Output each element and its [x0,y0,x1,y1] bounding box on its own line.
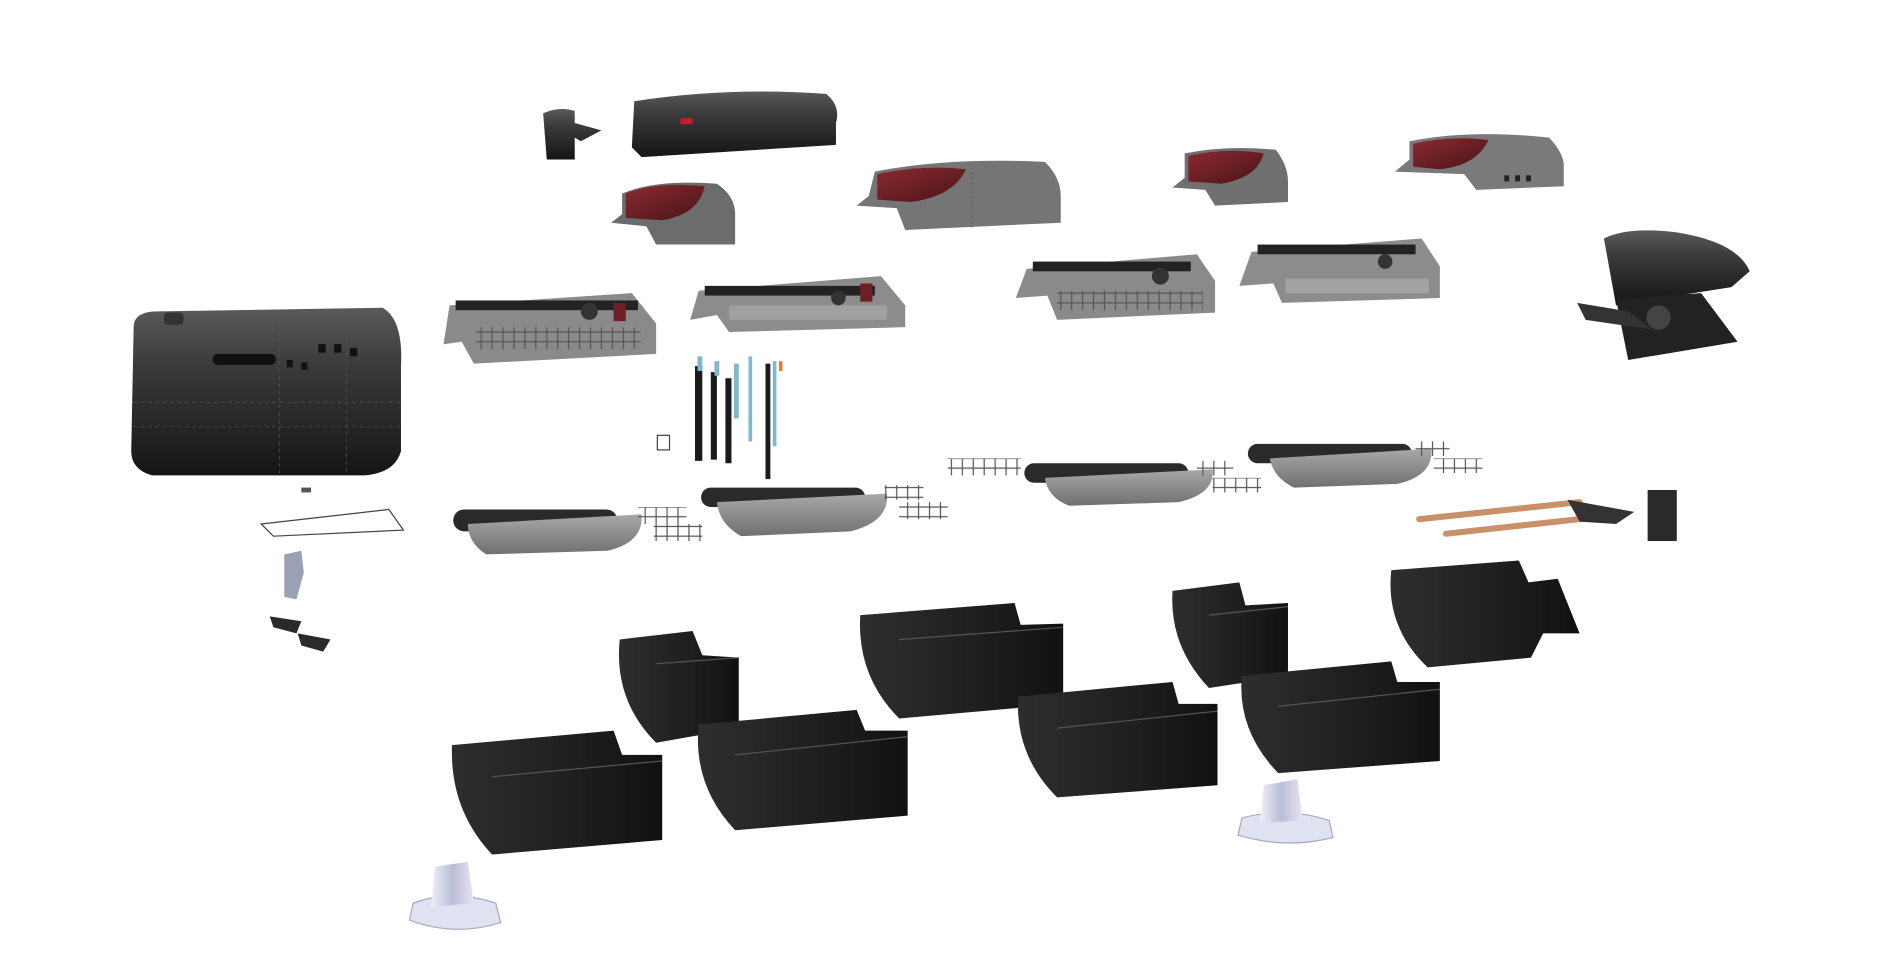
deck-section-red-2 [856,160,1061,230]
hull-shell-3 [1172,582,1289,689]
railing-part [259,487,405,537]
deck-section-red-4 [1394,134,1564,190]
hull-shell-2 [859,603,1064,719]
display-stand-2 [1237,779,1334,844]
mid-keel-piece-4 [1247,441,1483,488]
mid-keel-piece-2 [701,485,948,537]
tower-top-cover [631,91,838,158]
mid-keel-piece-1 [453,507,703,555]
deck-grate-2 [690,276,906,333]
stern-section [1577,230,1750,360]
hull-shell-4 [1390,560,1580,668]
hull-shell-8 [1241,661,1440,774]
small-bracket [656,434,671,451]
display-stand-1 [408,861,502,930]
deck-grate-3 [1015,254,1216,320]
bow-hull-section [131,307,402,476]
hull-shell-5 [451,730,663,855]
hinge-part [284,550,304,600]
deck-section-red-3 [1172,148,1288,206]
hull-shell-7 [1017,681,1218,798]
deck-grate-4 [1239,238,1440,303]
periscope-rods [695,356,783,480]
rudder [1647,490,1677,542]
mid-keel-piece-3 [947,458,1262,506]
hull-shell-1 [618,630,739,743]
propeller-shafts [1416,499,1635,537]
clamp-parts [269,616,331,652]
deck-section-red-1 [611,182,736,245]
conning-small-part [543,108,602,160]
hull-shell-6 [697,709,908,831]
deck-grate-1 [443,293,657,364]
